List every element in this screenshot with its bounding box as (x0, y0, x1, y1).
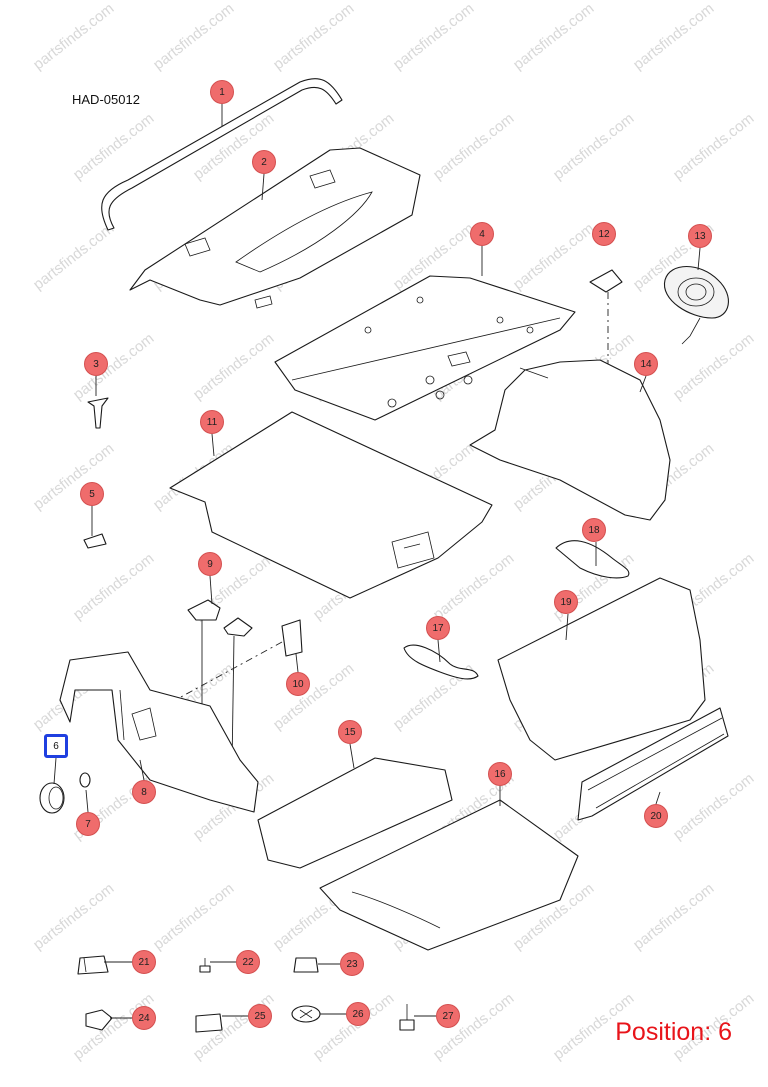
part-8-side-trim (59, 651, 259, 813)
part-4-rear-shelf (274, 275, 576, 421)
part-2-package-tray (129, 147, 421, 309)
position-label: Position: 6 (615, 1018, 732, 1046)
callout-12[interactable]: 12 (592, 222, 616, 246)
diagram-code: HAD-05012 (72, 92, 140, 107)
callout-4[interactable]: 4 (470, 222, 494, 246)
callout-11[interactable]: 11 (200, 410, 224, 434)
part-22-screw (199, 958, 211, 973)
part-26-screw (291, 1005, 321, 1023)
callout-23[interactable]: 23 (340, 952, 364, 976)
part-19-trunk-lid-trim (497, 577, 706, 761)
callout-14[interactable]: 14 (634, 352, 658, 376)
callout-22[interactable]: 22 (236, 950, 260, 974)
callout-10[interactable]: 10 (286, 672, 310, 696)
callout-27[interactable]: 27 (436, 1004, 460, 1028)
callout-8[interactable]: 8 (132, 780, 156, 804)
part-14-side-trim (469, 359, 671, 521)
part-23-nut-clip (293, 957, 319, 973)
callout-24[interactable]: 24 (132, 1006, 156, 1030)
part-10-bracket (167, 619, 303, 705)
part-21-push-clip (77, 955, 109, 975)
callout-26[interactable]: 26 (346, 1002, 370, 1026)
callout-15[interactable]: 15 (338, 720, 362, 744)
callout-6[interactable]: 6 (44, 734, 68, 758)
callout-3[interactable]: 3 (84, 352, 108, 376)
leader-lines (53, 104, 701, 1019)
part-9-cap (187, 599, 253, 767)
part-17-hinge-cover (403, 644, 479, 680)
part-6-cap (39, 782, 65, 814)
part-11-trunk-floor-board (169, 411, 493, 599)
callout-9[interactable]: 9 (198, 552, 222, 576)
part-5-clip (83, 533, 107, 549)
callout-25[interactable]: 25 (248, 1004, 272, 1028)
part-7-grommet (79, 772, 91, 788)
callout-5[interactable]: 5 (80, 482, 104, 506)
part-3-clip (87, 397, 109, 429)
callout-13[interactable]: 13 (688, 224, 712, 248)
part-25-clip (195, 1013, 223, 1033)
callout-16[interactable]: 16 (488, 762, 512, 786)
callout-19[interactable]: 19 (554, 590, 578, 614)
part-27-bolt (399, 1004, 415, 1031)
part-20-sill-plate (577, 707, 729, 821)
callout-1[interactable]: 1 (210, 80, 234, 104)
part-1-weatherstrip (101, 78, 343, 231)
callout-20[interactable]: 20 (644, 804, 668, 828)
callout-18[interactable]: 18 (582, 518, 606, 542)
callout-2[interactable]: 2 (252, 150, 276, 174)
callout-17[interactable]: 17 (426, 616, 450, 640)
callout-7[interactable]: 7 (76, 812, 100, 836)
part-13-speaker (664, 266, 729, 345)
callout-21[interactable]: 21 (132, 950, 156, 974)
part-18-bracket (555, 540, 630, 579)
part-24-nut (85, 1009, 113, 1031)
part-15-panel (257, 757, 453, 869)
